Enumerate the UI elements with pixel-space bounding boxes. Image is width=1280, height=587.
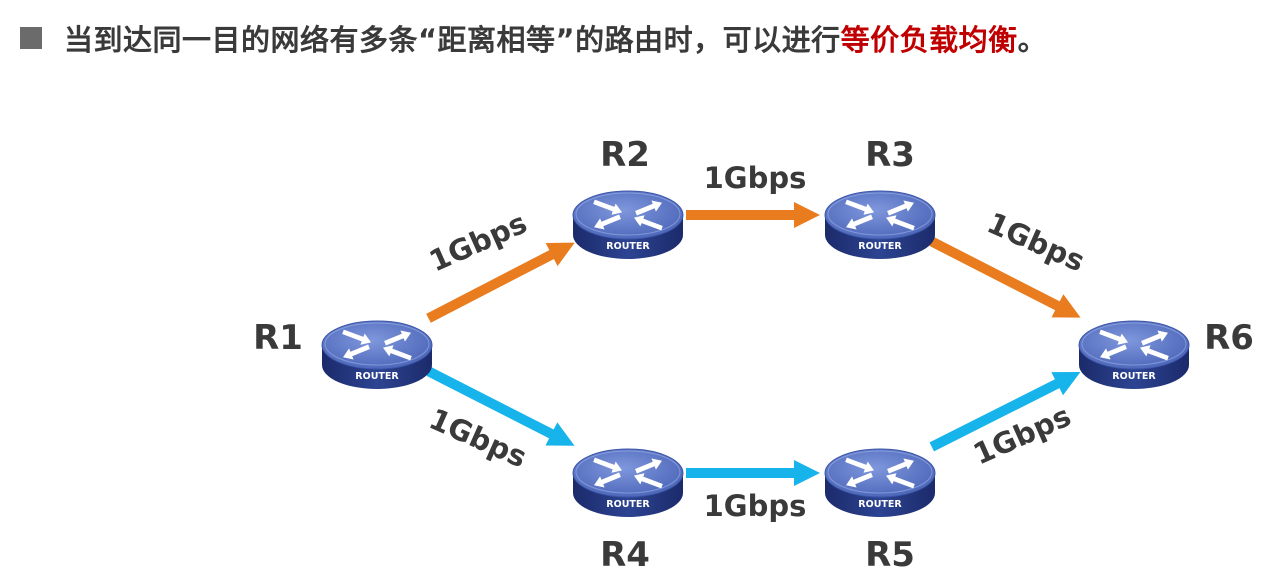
- router-icon: ROUTER: [321, 320, 433, 389]
- router-tag-label: ROUTER: [606, 241, 650, 252]
- bandwidth-label: 1Gbps: [424, 206, 532, 279]
- link-line: [426, 366, 556, 440]
- arrowhead-icon: [1051, 372, 1081, 396]
- arrowhead-icon: [545, 242, 575, 267]
- link-line: [929, 236, 1062, 312]
- router-name-label: R3: [865, 135, 915, 175]
- router-icon: ROUTER: [824, 190, 936, 259]
- routers-layer: ROUTER ROUTER ROUTER ROUTER ROUTER ROUTER: [321, 190, 1190, 517]
- bandwidth-label: 1Gbps: [968, 399, 1076, 472]
- link-R1-R4: [426, 366, 575, 446]
- header-text: 当到达同一目的网络有多条“距离相等”的路由时，可以进行等价负载均衡。: [64, 17, 1047, 59]
- router-tag-label: ROUTER: [1112, 371, 1156, 382]
- link-R4-R5: [686, 460, 820, 486]
- link-R3-R6: [929, 236, 1081, 318]
- router-icon: ROUTER: [572, 190, 684, 259]
- slide-header: 当到达同一目的网络有多条“距离相等”的路由时，可以进行等价负载均衡。: [20, 18, 1047, 58]
- router-name-label: R2: [600, 135, 650, 175]
- router-name-label: R1: [253, 318, 303, 358]
- router-r6: ROUTER: [1078, 320, 1190, 389]
- square-bullet-icon: [20, 27, 42, 49]
- link-R5-R6: [929, 372, 1081, 452]
- router-tag-label: ROUTER: [355, 371, 399, 382]
- router-r2: ROUTER: [572, 190, 684, 259]
- link-line: [929, 378, 1062, 452]
- router-r4: ROUTER: [572, 448, 684, 517]
- bandwidth-label: 1Gbps: [704, 489, 807, 523]
- link-R1-R2: [426, 242, 575, 323]
- router-name-label: R5: [865, 535, 915, 575]
- router-icon: ROUTER: [572, 448, 684, 517]
- router-r3: ROUTER: [824, 190, 936, 259]
- header-text-main: 当到达同一目的网络有多条“距离相等”的路由时，可以进行: [64, 23, 841, 57]
- arrowhead-icon: [794, 460, 820, 486]
- header-text-end: 。: [1017, 23, 1048, 57]
- router-tag-label: ROUTER: [858, 499, 902, 510]
- header-text-highlight: 等价负载均衡: [840, 23, 1018, 57]
- router-name-label: R6: [1204, 318, 1254, 358]
- arrowhead-icon: [1051, 294, 1081, 318]
- bandwidth-label: 1Gbps: [704, 161, 807, 195]
- arrowhead-icon: [545, 422, 575, 446]
- router-name-label: R4: [600, 535, 650, 575]
- link-line: [426, 249, 556, 323]
- arrowhead-icon: [794, 202, 820, 228]
- router-tag-label: ROUTER: [858, 241, 902, 252]
- bandwidth-label: 1Gbps: [982, 206, 1090, 279]
- router-r1: ROUTER: [321, 320, 433, 389]
- router-icon: ROUTER: [824, 448, 936, 517]
- router-r5: ROUTER: [824, 448, 936, 517]
- link-R2-R3: [686, 202, 820, 228]
- links-layer: [426, 202, 1081, 486]
- router-tag-label: ROUTER: [606, 499, 650, 510]
- router-icon: ROUTER: [1078, 320, 1190, 389]
